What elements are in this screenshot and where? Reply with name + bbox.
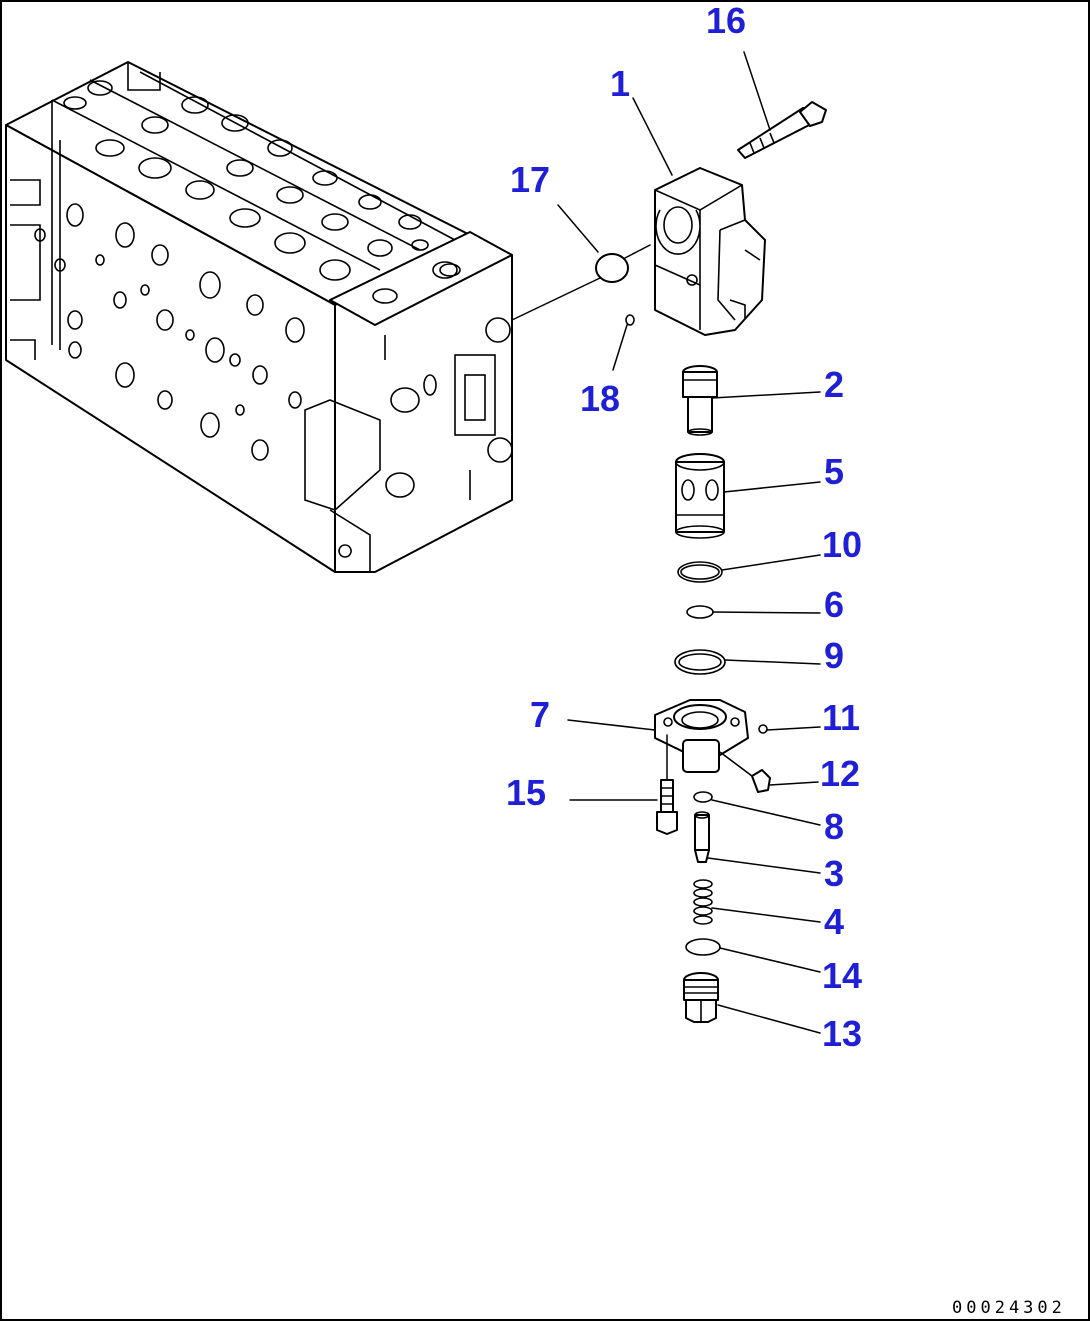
callout-4: 4 <box>824 901 844 942</box>
part-1-housing <box>654 167 766 336</box>
callout-labels: 16 1 17 18 2 5 10 6 9 7 11 12 15 8 3 4 1… <box>506 0 862 1054</box>
callout-11: 11 <box>822 697 860 738</box>
callout-3: 3 <box>824 853 844 894</box>
callout-12: 12 <box>820 753 860 794</box>
part-10-oring <box>677 561 723 583</box>
assembly-centerline-2 <box>624 244 651 259</box>
assembly-centerline <box>511 277 601 321</box>
part-18-oring <box>625 314 635 326</box>
callout-18: 18 <box>580 378 620 419</box>
callout-6: 6 <box>824 584 844 625</box>
callout-2: 2 <box>824 364 844 405</box>
part-8-oring <box>693 791 713 803</box>
leader-lines <box>557 51 821 1034</box>
part-14-oring <box>685 938 721 956</box>
callout-1: 1 <box>610 63 630 104</box>
callout-7: 7 <box>530 694 550 735</box>
control-valve-block <box>5 61 513 573</box>
part-13-plug <box>683 972 719 1023</box>
part-7-cover <box>654 699 749 773</box>
part-6-backup-ring <box>686 605 714 619</box>
callout-13: 13 <box>822 1013 862 1054</box>
part-3-pilot-poppet <box>694 811 710 863</box>
drawing-number: 00024302 <box>952 1298 1066 1318</box>
callout-16: 16 <box>706 0 746 41</box>
part-11-ball <box>758 724 768 734</box>
part-12-plug <box>719 751 771 793</box>
part-4-spring <box>693 879 713 925</box>
callout-15: 15 <box>506 772 546 813</box>
callout-5: 5 <box>824 451 844 492</box>
part-2-poppet <box>682 365 718 436</box>
callout-14: 14 <box>822 955 862 996</box>
callout-8: 8 <box>824 806 844 847</box>
callout-17: 17 <box>510 159 550 200</box>
part-17-gasket <box>595 253 629 283</box>
part-5-sleeve <box>675 453 725 539</box>
part-16-bolt <box>737 101 827 159</box>
part-9-oring <box>674 649 726 675</box>
part-15-bolt <box>656 734 678 835</box>
callout-9: 9 <box>824 635 844 676</box>
callout-10: 10 <box>822 524 862 565</box>
